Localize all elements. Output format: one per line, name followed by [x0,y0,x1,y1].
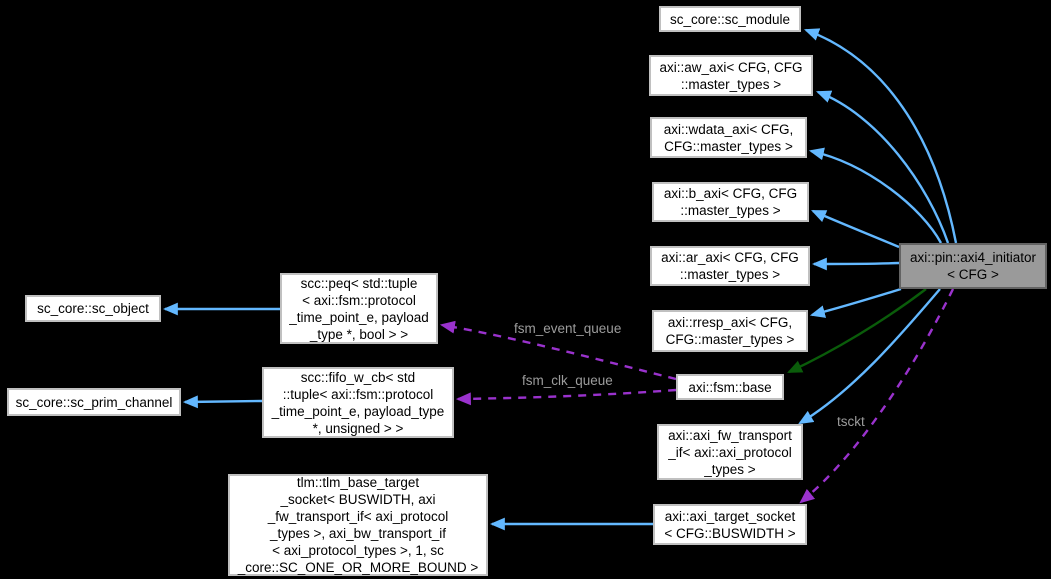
node-label: axi::pin::axi4_initiator < CFG > [909,250,1037,282]
node-axi-target-socket[interactable]: axi::axi_target_socket < CFG::BUSWIDTH > [653,504,807,545]
node-scc-peq[interactable]: scc::peq< std::tuple < axi::fsm::protoco… [280,273,438,344]
node-axi-aw-axi[interactable]: axi::aw_axi< CFG, CFG ::master_types > [649,55,813,96]
node-scc-fifo-w-cb[interactable]: scc::fifo_w_cb< std ::tuple< axi::fsm::p… [262,367,454,438]
node-axi-fsm-base[interactable]: axi::fsm::base [676,374,784,400]
edge-initiator-to-sc-module [803,28,958,244]
node-label: axi::fsm::base [688,379,772,395]
node-axi-ar-axi[interactable]: axi::ar_axi< CFG, CFG ::master_types > [650,246,810,286]
edge-fsm-base-to-peq [439,320,677,381]
edge-initiator-to-aw-axi [815,90,950,244]
edge-initiator-to-b-axi [811,209,900,249]
node-axi-pin-axi4-initiator: axi::pin::axi4_initiator < CFG > [899,243,1047,289]
edge-initiator-to-fw-transport [798,288,941,425]
edge-initiator-to-ar-axi [811,257,900,271]
node-label: axi::aw_axi< CFG, CFG ::master_types > [659,59,803,92]
node-sc-core-sc-module[interactable]: sc_core::sc_module [659,6,801,32]
node-label: scc::peq< std::tuple < axi::fsm::protoco… [289,275,429,342]
edge-fsm-base-to-fifo [455,388,677,406]
node-axi-wdata-axi[interactable]: axi::wdata_axi< CFG, CFG::master_types > [650,117,807,158]
node-label: axi::b_axi< CFG, CFG ::master_types > [663,186,798,218]
edge-initiator-to-wdata-axi [808,147,943,244]
node-label: sc_core::sc_object [37,301,149,316]
node-label: sc_core::sc_module [669,11,791,27]
edge-initiator-to-fsm-base [787,288,927,374]
node-tlm-base-target-socket[interactable]: tlm::tlm_base_target _socket< BUSWIDTH, … [228,474,488,576]
edge-label-tsckt: tsckt [837,414,865,429]
node-label: axi::rresp_axi< CFG, CFG::master_types > [665,315,795,347]
node-label: tlm::tlm_base_target _socket< BUSWIDTH, … [237,475,479,575]
node-axi-b-axi[interactable]: axi::b_axi< CFG, CFG ::master_types > [652,182,809,222]
node-label: axi::axi_fw_transport _if< axi::axi_prot… [668,427,792,477]
edge-label-fsm-clk-queue: fsm_clk_queue [522,373,613,388]
node-label: axi::axi_target_socket < CFG::BUSWIDTH > [664,508,796,541]
node-label: axi::ar_axi< CFG, CFG ::master_types > [661,250,799,282]
node-label: sc_core::sc_prim_channel [15,394,173,410]
edge-label-fsm-event-queue: fsm_event_queue [514,321,622,336]
node-label: axi::wdata_axi< CFG, CFG::master_types > [663,121,794,154]
node-sc-core-sc-object[interactable]: sc_core::sc_object [25,295,161,322]
node-label: scc::fifo_w_cb< std ::tuple< axi::fsm::p… [271,369,445,436]
edge-fifo-to-sc-prim-channel [182,395,263,409]
edge-initiator-to-rresp-axi [809,287,902,318]
edge-initiator-to-target-socket [799,288,955,504]
node-axi-fw-transport-if[interactable]: axi::axi_fw_transport _if< axi::axi_prot… [657,424,803,480]
node-axi-rresp-axi[interactable]: axi::rresp_axi< CFG, CFG::master_types > [652,310,808,352]
node-sc-core-sc-prim-channel[interactable]: sc_core::sc_prim_channel [7,388,181,416]
